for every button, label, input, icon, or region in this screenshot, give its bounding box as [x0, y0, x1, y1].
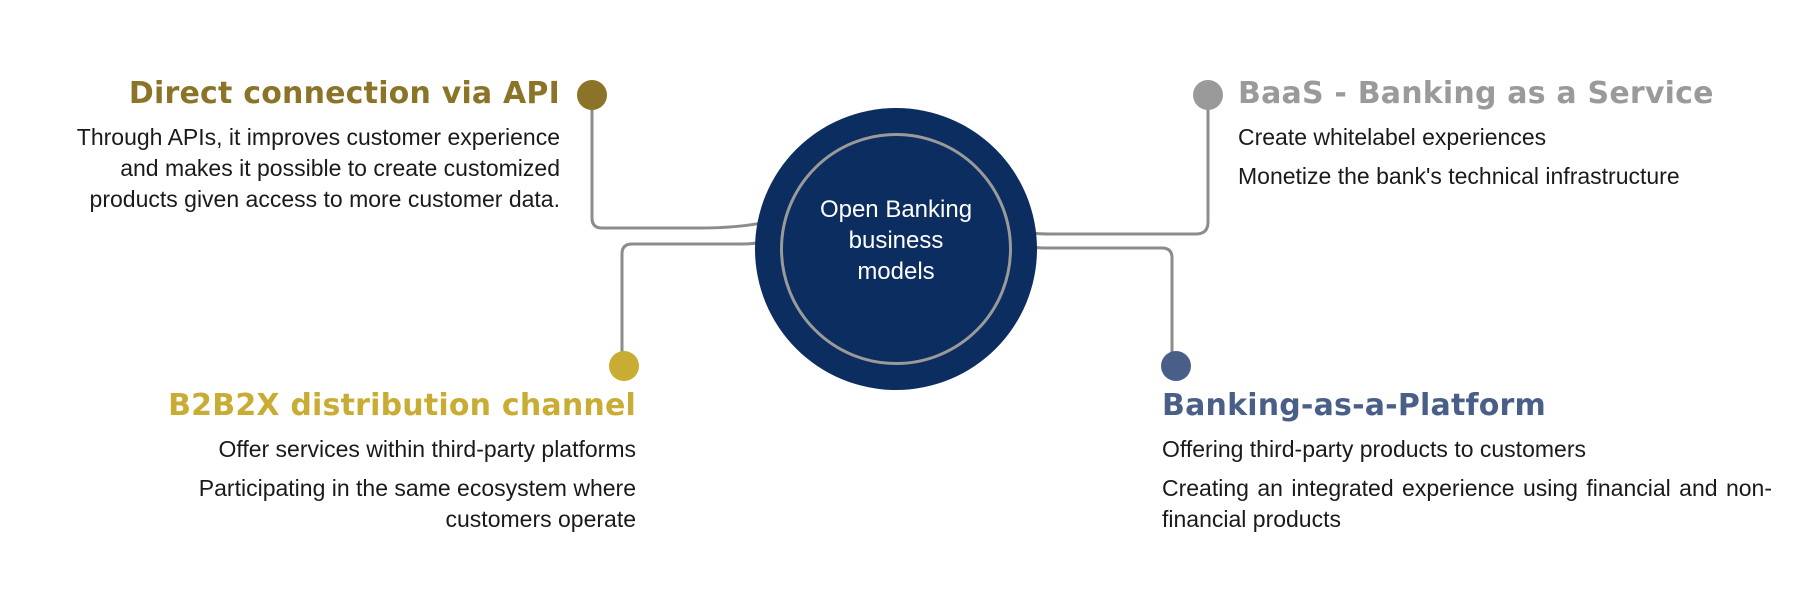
api-title: Direct connection via API — [128, 76, 560, 111]
api-description: Through APIs, it improves customer exper… — [76, 124, 560, 212]
connector-api — [590, 93, 784, 230]
baas-block: BaaS - Banking as a Service Create white… — [1238, 76, 1758, 192]
api-block: Direct connection via API Through APIs, … — [66, 76, 560, 215]
baap-marker-dot — [1161, 351, 1191, 381]
b2b2x-block: B2B2X distribution channel Offer service… — [140, 388, 636, 535]
b2b2x-point-1: Offer services within third-party platfo… — [218, 436, 636, 462]
baap-block: Banking-as-a-Platform Offering third-par… — [1162, 388, 1772, 535]
baap-point-2: Creating an integrated experience using … — [1162, 475, 1772, 532]
b2b2x-marker-dot — [609, 351, 639, 381]
baap-title: Banking-as-a-Platform — [1162, 388, 1547, 423]
baas-title: BaaS - Banking as a Service — [1238, 76, 1714, 111]
baas-point-1: Create whitelabel experiences — [1238, 124, 1547, 150]
hub-circle — [755, 108, 1037, 390]
api-marker-dot — [577, 80, 607, 110]
hub-label-line-2: business — [848, 227, 944, 254]
baas-marker-dot — [1193, 80, 1223, 110]
connector-baas — [1010, 93, 1210, 236]
baas-point-2: Monetize the bank's technical infrastruc… — [1238, 163, 1680, 189]
hub-label-line-3: models — [857, 258, 935, 285]
b2b2x-point-2: Participating in the same ecosystem wher… — [198, 475, 636, 532]
hub-ring — [780, 133, 1012, 365]
hub-label: Open Banking business models — [800, 194, 992, 287]
baap-point-1: Offering third-party products to custome… — [1162, 436, 1586, 462]
b2b2x-title: B2B2X distribution channel — [168, 388, 636, 423]
hub-label-line-1: Open Banking — [819, 196, 973, 223]
